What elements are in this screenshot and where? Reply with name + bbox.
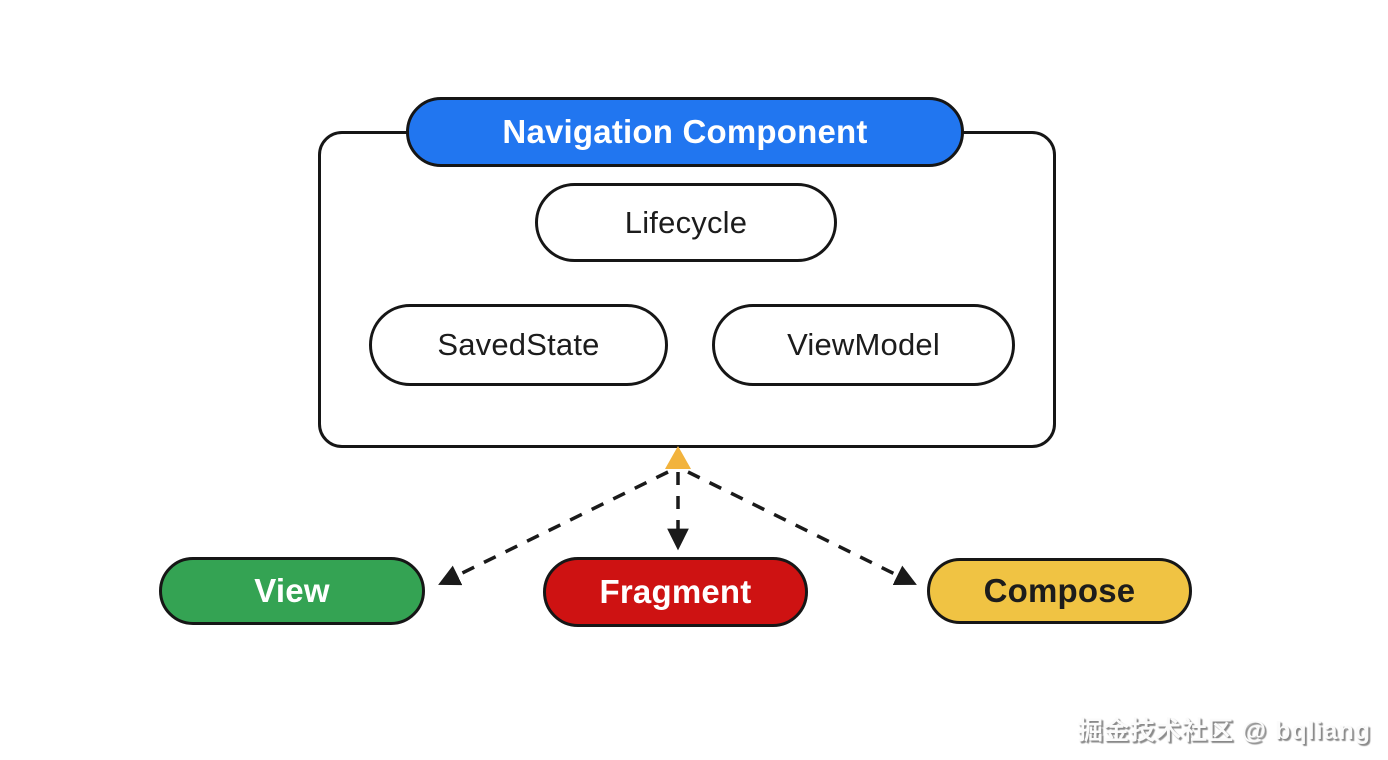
viewmodel-pill: ViewModel: [712, 304, 1015, 386]
view-pill: View: [159, 557, 425, 625]
savedstate-pill: SavedState: [369, 304, 668, 386]
arrow-to-compose: [687, 470, 917, 586]
savedstate-label: SavedState: [437, 327, 600, 362]
compose-pill: Compose: [927, 558, 1192, 624]
lifecycle-pill: Lifecycle: [535, 183, 837, 262]
navigation-component-pill: Navigation Component: [406, 97, 964, 167]
navigation-component-label: Navigation Component: [502, 113, 868, 150]
watermark: 掘金技术社区 @ bqliang: [1077, 717, 1371, 745]
origin-arrowhead-up-icon: [665, 446, 691, 469]
fragment-label: Fragment: [599, 573, 752, 610]
compose-label: Compose: [983, 572, 1136, 609]
viewmodel-label: ViewModel: [787, 327, 940, 362]
fragment-pill: Fragment: [543, 557, 808, 627]
view-label: View: [254, 572, 330, 609]
arrow-to-view: [438, 470, 669, 586]
lifecycle-label: Lifecycle: [624, 204, 748, 240]
